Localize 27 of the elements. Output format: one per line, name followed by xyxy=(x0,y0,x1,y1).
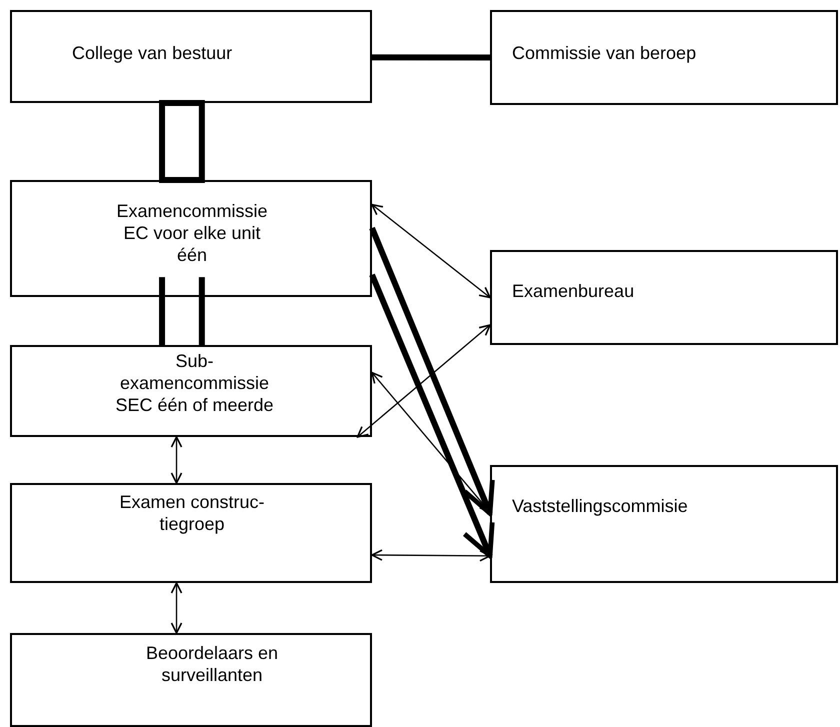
arrow xyxy=(371,549,491,562)
arrow xyxy=(369,226,495,516)
box-label: College van bestuur xyxy=(72,42,234,64)
arrow xyxy=(369,274,495,558)
box-label: Sub-examencommissie SEC één of meerde xyxy=(114,350,275,416)
organization-box xyxy=(10,180,372,297)
box-label: Commissie van beroep xyxy=(512,42,698,64)
organization-box xyxy=(10,483,372,583)
double-line xyxy=(159,100,205,183)
organization-box xyxy=(490,465,838,583)
double-line xyxy=(159,274,205,348)
arrow xyxy=(170,436,182,484)
box-label: Vaststellingscommisie xyxy=(512,495,689,517)
organization-box xyxy=(490,10,838,105)
arrow xyxy=(371,204,491,298)
arrow xyxy=(356,324,491,438)
organization-box xyxy=(10,345,372,437)
connector-line xyxy=(372,54,490,60)
arrow xyxy=(371,372,491,513)
box-label: Beoordelaars en surveillanten xyxy=(144,642,280,686)
organization-box xyxy=(490,250,838,345)
box-label: Examen construc-tiegroep xyxy=(118,491,266,535)
organization-box xyxy=(10,633,372,727)
box-label: Examenbureau xyxy=(512,280,636,302)
organization-box xyxy=(10,10,372,103)
box-label: Examencommissie EC voor elke unit één xyxy=(115,200,269,266)
arrow xyxy=(170,582,182,634)
